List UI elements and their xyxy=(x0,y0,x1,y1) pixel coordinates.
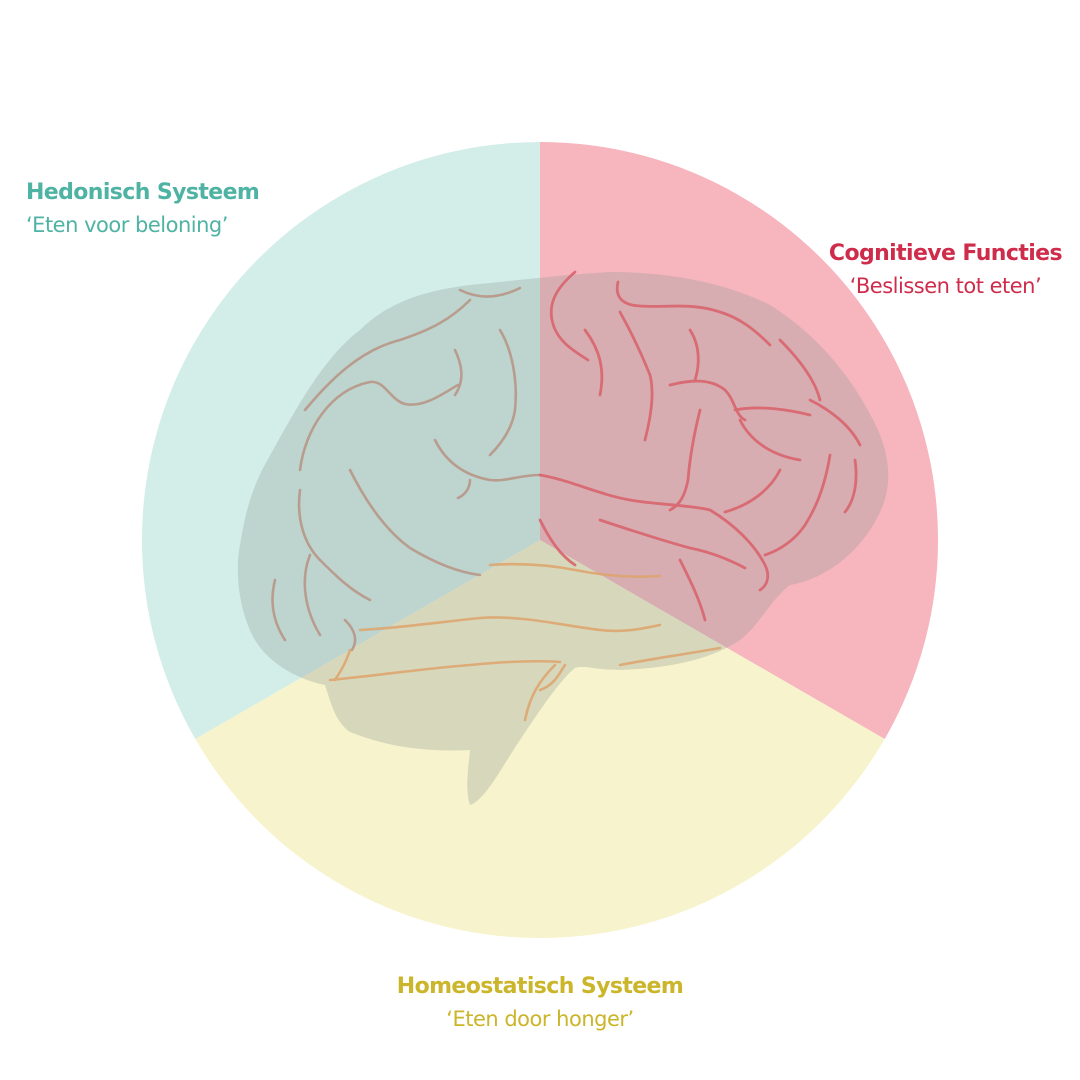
hedonic-title: Hedonisch Systeem xyxy=(26,180,260,205)
homeostatic-title: Homeostatisch Systeem xyxy=(396,974,684,999)
cognitive-title: Cognitieve Functies xyxy=(828,241,1063,266)
segment-cognitive xyxy=(540,142,939,739)
brain-folds-left xyxy=(271,286,542,652)
hedonic-subtitle: ‘Eten voor beloning’ xyxy=(26,213,228,237)
label-cognitive-functions: Cognitieve Functies ‘Beslissen tot eten’ xyxy=(828,237,1063,303)
segment-homeostatic xyxy=(195,540,885,939)
brain-folds-bottom xyxy=(328,562,722,722)
cognitive-subtitle: ‘Beslissen tot eten’ xyxy=(849,274,1042,298)
brain-icon xyxy=(237,270,889,805)
segment-hedonic xyxy=(141,141,540,739)
label-homeostatic-system: Homeostatisch Systeem ‘Eten door honger’ xyxy=(390,970,690,1036)
brain-folds-right xyxy=(538,270,862,622)
label-hedonic-system: Hedonisch Systeem ‘Eten voor beloning’ xyxy=(26,176,260,242)
homeostatic-subtitle: ‘Eten door honger’ xyxy=(446,1007,634,1031)
